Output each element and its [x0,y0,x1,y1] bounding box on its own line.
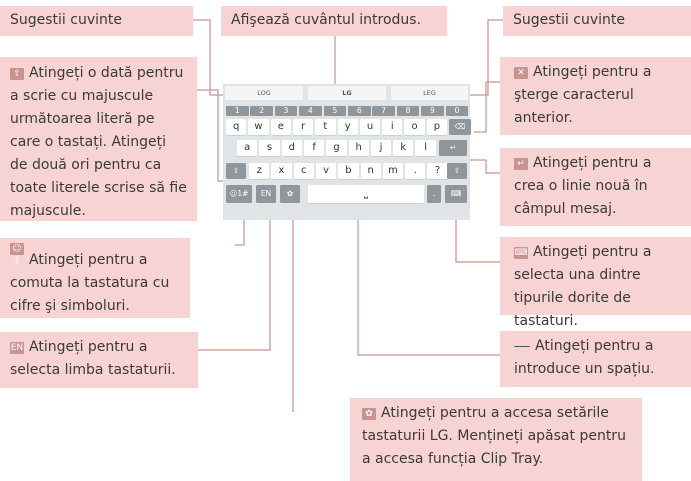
enter-icon: ↵ [514,158,528,170]
keyboard-type-key[interactable]: ⌨ [445,185,467,203]
number-key[interactable]: 5 [323,106,347,116]
callout-text: Atingeți pentru a selecta limba tastatur… [10,339,176,378]
letter-key[interactable]: f [303,140,325,156]
callout-text: Atingeți pentru a introduce un spațiu. [514,338,655,377]
callout-settings: ✿Atingeți pentru a accesa setările tasta… [350,398,642,481]
callout-suggestions-right: Sugestii cuvinte [503,6,691,36]
symbols-icon: ☺1 [10,243,24,266]
enter-key[interactable]: ↵ [439,140,467,156]
settings-key[interactable]: ✿ [280,185,300,203]
letter-key[interactable]: a [237,140,258,156]
callout-text: Atingeți pentru a crea o linie nouă în c… [514,155,652,217]
callout-delete: ✕Atingeți pentru a şterge caracterul ant… [500,57,691,135]
number-key[interactable]: 3 [274,106,298,116]
number-key[interactable]: 0 [445,106,469,116]
letter-key[interactable]: . [405,163,426,179]
delete-icon: ✕ [514,67,528,79]
letter-key[interactable]: s [259,140,280,156]
shift-key-right[interactable]: ⇧ [447,163,467,179]
suggestion-1[interactable]: LOG [225,86,303,100]
suggestion-3[interactable]: LEG [391,86,468,100]
suggestion-2[interactable]: LG [308,86,386,100]
number-key[interactable]: 8 [396,106,420,116]
letter-key[interactable]: z [249,163,270,179]
letter-key[interactable]: g [326,140,347,156]
settings-icon: ✿ [362,408,376,420]
letter-key[interactable]: h [348,140,369,156]
letter-key[interactable]: r [292,119,314,135]
letter-key[interactable]: o [404,119,425,135]
letter-key[interactable]: v [315,163,337,179]
number-key[interactable]: 1 [226,106,249,116]
callout-text: Atingeți o dată pentru a scrie cu majusc… [10,65,187,219]
number-key[interactable]: 7 [372,106,395,116]
letter-key[interactable]: m [382,163,404,179]
letter-key[interactable]: q [226,119,247,135]
callout-shift: ⇧Atingeți o dată pentru a scrie cu majus… [0,57,197,221]
letter-key[interactable]: y [337,119,358,135]
callout-text: Atingeți pentru a comuta la tastatura cu… [10,252,170,314]
letter-key[interactable]: n [360,163,381,179]
callout-suggestions-left: Sugestii cuvinte [0,6,193,36]
letter-key[interactable]: w [248,119,269,135]
callout-keyboard-type: ⌨Atingeți pentru a selecta una dintre ti… [500,237,691,329]
letter-key[interactable]: d [281,140,302,156]
number-key[interactable]: 9 [421,106,444,116]
space-icon [514,342,530,347]
letter-key[interactable]: x [271,163,292,179]
callout-text: Sugestii cuvinte [513,12,625,28]
shift-key[interactable]: ⇧ [226,163,246,179]
callout-text: Sugestii cuvinte [10,12,122,28]
number-key[interactable]: 4 [299,106,322,116]
callout-enter: ↵Atingeți pentru a crea o linie nouă în … [500,148,691,226]
number-key[interactable]: 2 [250,106,273,116]
language-key[interactable]: EN [256,185,276,203]
language-icon: EN [10,342,24,354]
keyboard-type-icon: ⌨ [514,247,528,259]
letter-key[interactable]: i [382,119,403,135]
callout-text: Afişează cuvântul introdus. [231,12,422,28]
callout-text: Atingeți pentru a selecta una dintre tip… [514,244,652,329]
letter-key[interactable]: ? [427,163,448,179]
callout-space: Atingeți pentru a introduce un spațiu. [500,331,691,387]
letter-key[interactable]: t [315,119,336,135]
symbols-key[interactable]: ☺1# [226,185,252,203]
space-key[interactable]: ⎵ [308,185,424,203]
letter-key[interactable]: p [426,119,448,135]
letter-key[interactable]: e [270,119,291,135]
callout-display-word: Afişează cuvântul introdus. [221,6,447,36]
letter-key[interactable]: l [415,140,436,156]
shift-icon: ⇧ [10,68,24,80]
letter-key[interactable]: j [370,140,392,156]
callout-text: Atingeți pentru a şterge caracterul ante… [514,64,652,126]
letter-key[interactable]: c [293,163,314,179]
delete-key[interactable]: ⌫ [449,119,471,135]
callout-text: Atingeți pentru a accesa setările tastat… [362,405,626,467]
number-key[interactable]: 6 [348,106,371,116]
letter-key[interactable]: k [393,140,414,156]
period-key[interactable]: . [427,185,441,203]
letter-key[interactable]: u [359,119,381,135]
letter-key[interactable]: b [338,163,359,179]
